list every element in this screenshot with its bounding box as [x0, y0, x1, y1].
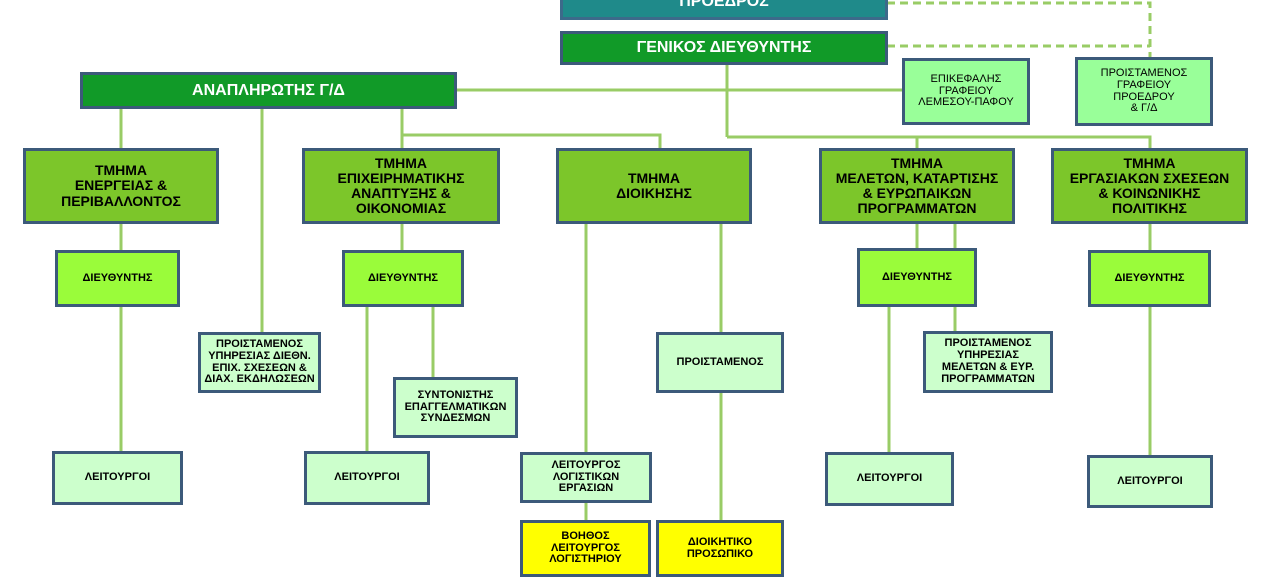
supervisor-box: ΠΡΟΙΣΤΑΜΕΝΟΣ: [656, 332, 784, 393]
director-studies-box: ΔΙΕΥΘΥΝΤΗΣ: [857, 248, 977, 307]
dept-administration-box: ΤΜΗΜΑ ΔΙΟΙΚΗΣΗΣ: [556, 148, 752, 224]
officers-business-box: ΛΕΙΤΟΥΡΓΟΙ: [304, 451, 430, 505]
president-box: ΠΡΟΕΔΡΟΣ: [560, 0, 888, 20]
director-energy-box: ΔΙΕΥΘΥΝΤΗΣ: [55, 250, 180, 307]
dashed-link-president: [887, 1, 1152, 57]
dept-energy-box: ΤΜΗΜΑ ΕΝΕΡΓΕΙΑΣ & ΠΕΡΙΒΑΛΛΟΝΤΟΣ: [23, 148, 219, 224]
assistant-accounting-officer-box: ΒΟΗΘΟΣ ΛΕΙΤΟΥΡΓΟΣ ΛΟΓΙΣΤΗΡΙΟΥ: [520, 520, 651, 577]
deputy-general-director-box: ΑΝΑΠΛΗΡΩΤΗΣ Γ/Δ: [80, 72, 457, 109]
eu-programmes-head-box: ΠΡΟΙΣΤΑΜΕΝΟΣ ΥΠΗΡΕΣΙΑΣ ΜΕΛΕΤΩΝ & ΕΥΡ. ΠΡ…: [923, 331, 1053, 393]
dept-studies-box: ΤΜΗΜΑ ΜΕΛΕΤΩΝ, ΚΑΤΑΡΤΙΣΗΣ & ΕΥΡΩΠΑΙΚΩΝ Π…: [819, 148, 1015, 224]
president-gd-office-box: ΠΡΟΙΣΤΑΜΕΝΟΣ ΓΡΑΦΕΙΟΥ ΠΡΟΕΔΡΟΥ & Γ/Δ: [1075, 57, 1213, 126]
link-business-admin: [402, 133, 662, 148]
admin-staff-box: ΔΙΟΙΚΗΤΙΚΟ ΠΡΟΣΩΠΙΚΟ: [656, 520, 784, 577]
intl-relations-head-box: ΠΡΟΙΣΤΑΜΕΝΟΣ ΥΠΗΡΕΣΙΑΣ ΔΙΕΘΝ. ΕΠΙΧ. ΣΧΕΣ…: [198, 332, 321, 393]
link-top-bus: [727, 135, 1152, 148]
general-director-box: ΓΕΝΙΚΟΣ ΔΙΕΥΘΥΝΤΗΣ: [560, 31, 888, 65]
officers-labour-box: ΛΕΙΤΟΥΡΓΟΙ: [1087, 455, 1213, 508]
accounting-officer-box: ΛΕΙΤΟΥΡΓΟΣ ΛΟΓΙΣΤΙΚΩΝ ΕΡΓΑΣΙΩΝ: [520, 452, 652, 503]
limassol-paphos-office-box: ΕΠΙΚΕΦΑΛΗΣ ΓΡΑΦΕΙΟΥ ΛΕΜΕΣΟΥ-ΠΑΦΟΥ: [902, 58, 1030, 125]
officers-studies-box: ΛΕΙΤΟΥΡΓΟΙ: [825, 452, 954, 506]
professional-assoc-coordinator-box: ΣΥΝΤΟΝΙΣΤΗΣ ΕΠΑΓΓΕΛΜΑΤΙΚΩΝ ΣΥΝΔΕΣΜΩΝ: [393, 377, 518, 438]
dept-business-box: ΤΜΗΜΑ ΕΠΙΧΕΙΡΗΜΑΤΙΚΗΣ ΑΝΑΠΤΥΞΗΣ & ΟΙΚΟΝΟ…: [302, 148, 500, 224]
director-labour-box: ΔΙΕΥΘΥΝΤΗΣ: [1088, 250, 1211, 307]
dept-labour-box: ΤΜΗΜΑ ΕΡΓΑΣΙΑΚΩΝ ΣΧΕΣΕΩΝ & ΚΟΙΝΩΝΙΚΗΣ ΠΟ…: [1051, 148, 1248, 224]
officers-energy-box: ΛΕΙΤΟΥΡΓΟΙ: [52, 451, 183, 505]
director-business-box: ΔΙΕΥΘΥΝΤΗΣ: [342, 250, 464, 307]
